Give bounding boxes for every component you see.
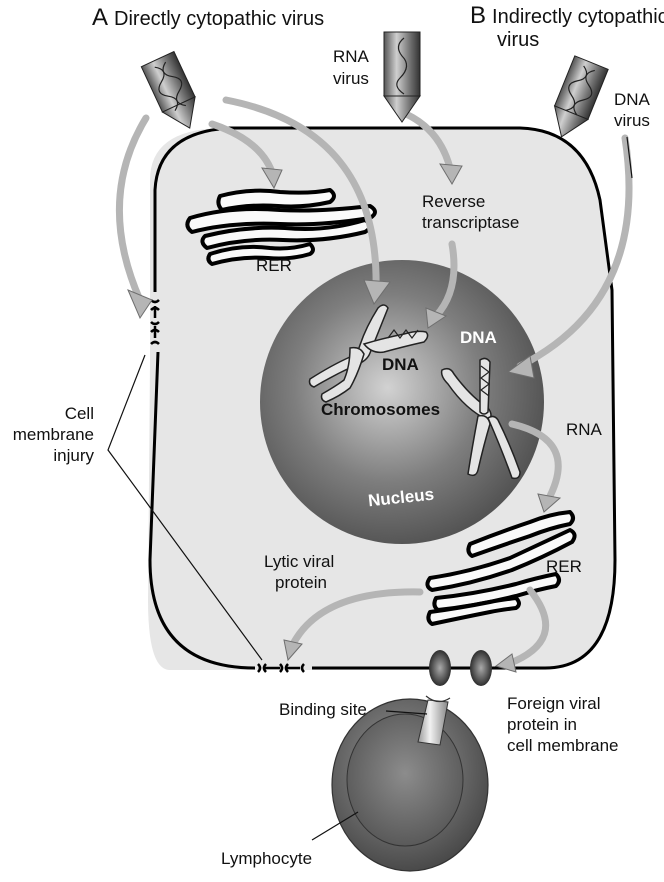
rna-virus-label-line1: RNA [333, 47, 369, 66]
rna-label: RNA [566, 420, 602, 439]
foreign-viral-protein-line1: Foreign viral [507, 694, 601, 713]
dna-helix-right [480, 365, 490, 397]
dna-helix-left [387, 329, 419, 339]
cell-membrane-injury-line1: Cell [64, 404, 94, 423]
chromosome-right [440, 357, 521, 480]
virus-a-capsid [140, 50, 196, 129]
arrow-rna-to-rer [508, 420, 562, 504]
dna-virus-capsid [553, 55, 609, 138]
arrow-rna-virus-to-rt [402, 110, 454, 172]
lymphocyte [331, 698, 489, 872]
header-a-letter: A [92, 4, 109, 31]
header-a-text: Directly cytopathic virus [114, 8, 325, 30]
arrow-heads [127, 163, 562, 673]
rna-virus-capsid [383, 31, 421, 123]
arrow-rer-to-lytic [288, 588, 424, 650]
arrow-rer-to-foreign [504, 586, 550, 668]
foreign-viral-protein-1 [429, 650, 451, 686]
lymphocyte-label: Lymphocyte [221, 849, 313, 868]
rer-bottom-label: RER [546, 557, 582, 576]
arrow-dna-virus-to-nucleus [516, 134, 633, 370]
reverse-transcriptase-line1: Reverse [422, 192, 486, 211]
chromosome-left [308, 304, 429, 403]
cell-membrane-injury-line3: injury [53, 446, 94, 465]
leader-dna-virus [626, 136, 633, 179]
foreign-viral-protein-2 [470, 650, 492, 686]
cell-membrane-lower-left [148, 351, 256, 670]
leader-cell-membrane-injury [107, 354, 263, 661]
rna-virus-label-line2: virus [333, 69, 369, 88]
chromosomes-label: Chromosomes [321, 400, 441, 419]
arrow-virus-a-to-rer [208, 120, 276, 176]
lytic-viral-protein-line1: Lytic viral [264, 552, 335, 571]
leader-binding-site [385, 710, 428, 715]
reverse-transcriptase-line2: transcriptase [422, 213, 520, 232]
binding-site-label: Binding site [279, 700, 367, 719]
lytic-viral-protein-line2: protein [275, 573, 327, 592]
arrow-virus-a-to-membrane [115, 114, 150, 304]
foreign-viral-protein-line2: protein in [507, 715, 577, 734]
cell-membrane-injury-line2: membrane [12, 425, 94, 444]
header-b-text-line2: virus [497, 29, 540, 51]
arrow-virus-a-to-nucleus [222, 96, 380, 294]
header-b-text-line1: Indirectly cytopathic [492, 6, 664, 28]
dna-virus-label-line2: virus [614, 111, 650, 130]
leader-lymphocyte [311, 811, 359, 841]
dna-inner-label: DNA [382, 355, 419, 374]
rer-top-label: RER [256, 256, 292, 275]
membrane-injury-pores-left [150, 299, 160, 345]
header-b-letter: B [470, 2, 487, 29]
rer-bottom [425, 510, 577, 626]
foreign-viral-protein-line3: cell membrane [507, 736, 619, 755]
flow-arrows [115, 96, 633, 668]
dna-integrated-label: DNA [460, 328, 497, 347]
cell-membrane [153, 126, 617, 670]
leader-lines [107, 136, 633, 841]
arrow-rt-to-nucleus [432, 240, 458, 320]
dna-virus-label-line1: DNA [614, 90, 650, 109]
membrane-injury-pores-bottom [257, 663, 305, 673]
binding-site-receptor [417, 695, 451, 746]
